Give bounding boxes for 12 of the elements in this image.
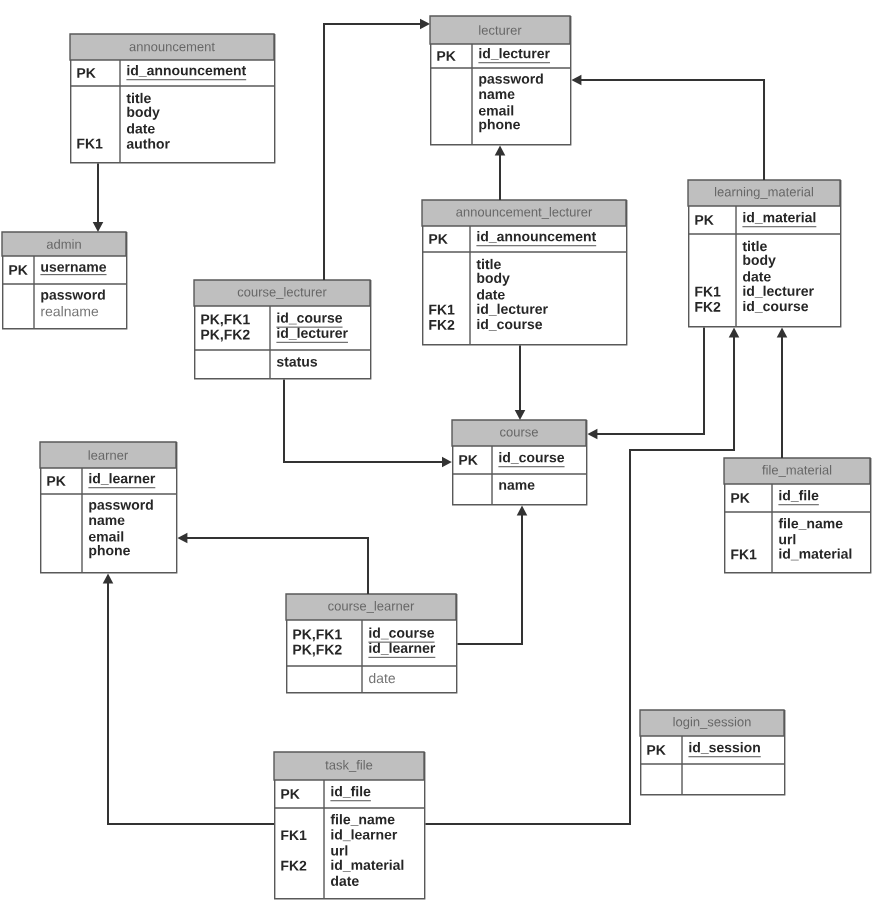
entity-table	[1, 231, 128, 330]
entity-table	[39, 441, 178, 574]
entity-table	[687, 179, 842, 328]
entity-table	[273, 751, 426, 900]
entity-table	[193, 279, 372, 380]
entity-table	[69, 33, 276, 164]
entity-table	[723, 457, 872, 574]
entity-table	[451, 419, 588, 506]
entity-table	[429, 15, 572, 146]
entity-table	[285, 593, 458, 694]
entity-table	[421, 199, 628, 346]
entity-table	[639, 709, 786, 796]
